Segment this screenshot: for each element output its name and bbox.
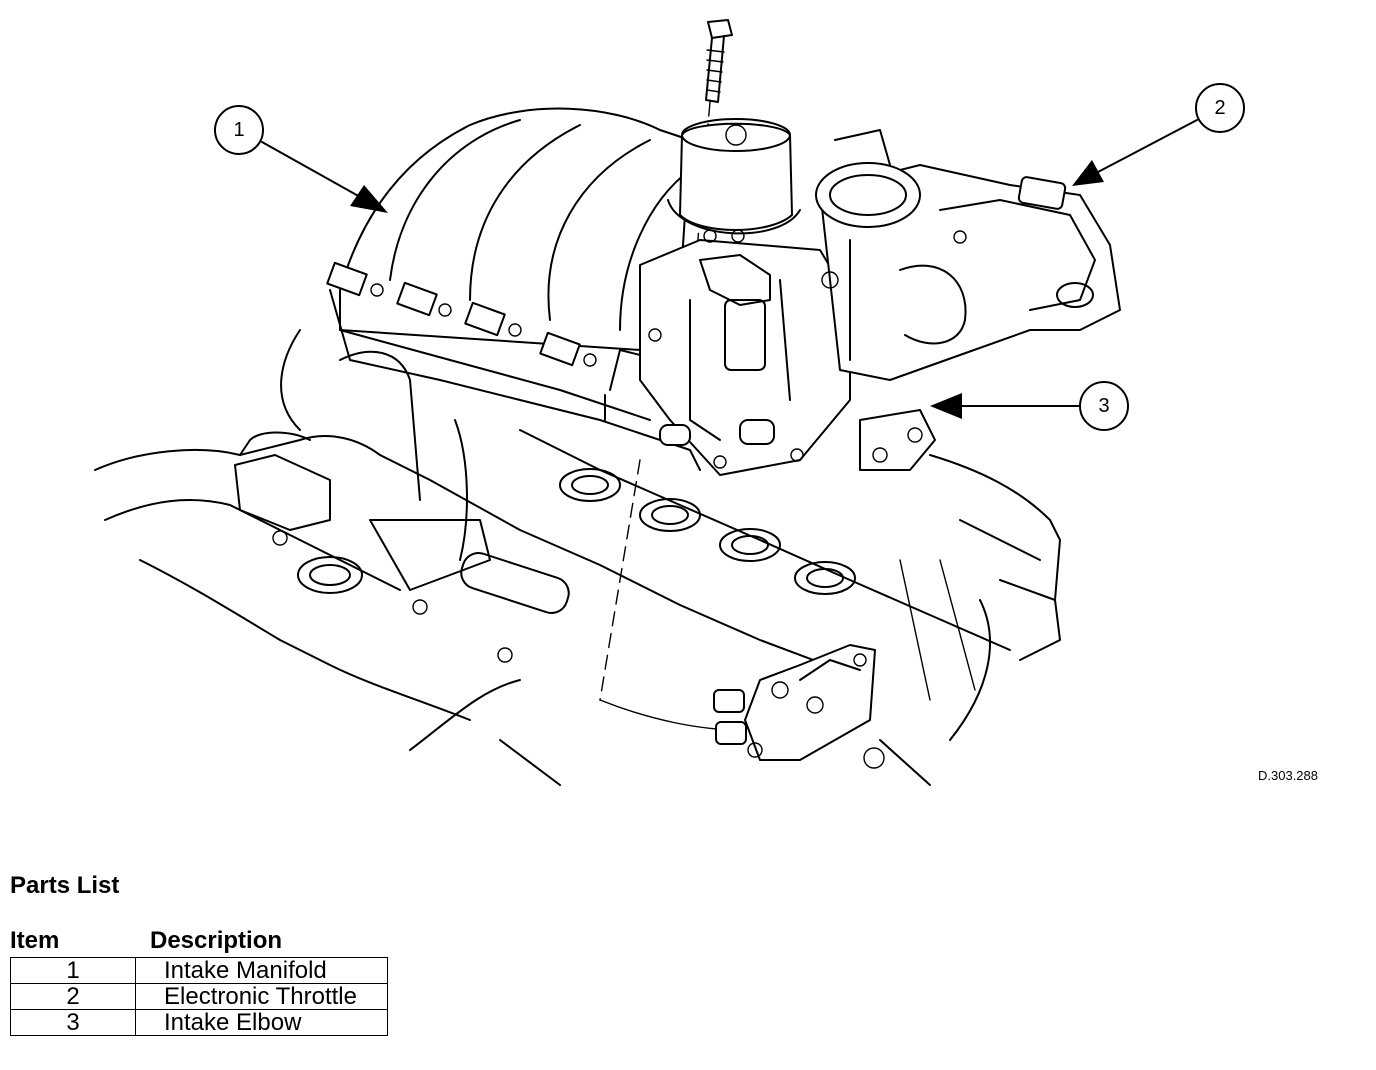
- callout-2-arrowhead: [1072, 160, 1104, 186]
- top-canister: [667, 118, 801, 235]
- item-number-cell: 2: [10, 983, 136, 1010]
- table-row: 2 Electronic Throttle: [10, 983, 388, 1010]
- intake-elbow: [604, 229, 936, 476]
- parts-table: 1 Intake Manifold 2 Electronic Throttle …: [10, 957, 388, 1036]
- parts-list-title: Parts List: [10, 872, 120, 899]
- callout-2: 2: [1072, 83, 1245, 186]
- callout-1: 1: [214, 105, 388, 213]
- item-number-cell: 1: [10, 957, 136, 984]
- description-cell: Intake Elbow: [135, 1009, 388, 1036]
- callout-2-label: 2: [1214, 97, 1225, 119]
- table-row: 3 Intake Elbow: [10, 1009, 388, 1036]
- fuel-injectors: [326, 261, 597, 367]
- description-cell: Intake Manifold: [135, 957, 388, 984]
- callout-1-label: 1: [233, 119, 244, 141]
- item-column-header: Item: [10, 927, 60, 954]
- engine-block: [94, 329, 1061, 786]
- figure-reference-code: D.303.288: [1258, 768, 1318, 783]
- callout-3: 3: [930, 381, 1129, 431]
- lower-bracket: [713, 644, 885, 769]
- coolant-outlet: [234, 350, 570, 663]
- callout-3-arrowhead: [930, 393, 962, 419]
- electronic-throttle: [815, 129, 1121, 381]
- callout-3-label: 3: [1098, 395, 1109, 417]
- mounting-bolt: [599, 19, 733, 701]
- callout-1-arrowhead: [350, 185, 388, 213]
- description-cell: Electronic Throttle: [135, 983, 388, 1010]
- table-row: 1 Intake Manifold: [10, 957, 388, 984]
- item-number-cell: 3: [10, 1009, 136, 1036]
- engine-intake-illustration: 1 2 3 D.303.288: [94, 19, 1318, 786]
- description-column-header: Description: [150, 927, 283, 954]
- intake-ports: [559, 468, 856, 595]
